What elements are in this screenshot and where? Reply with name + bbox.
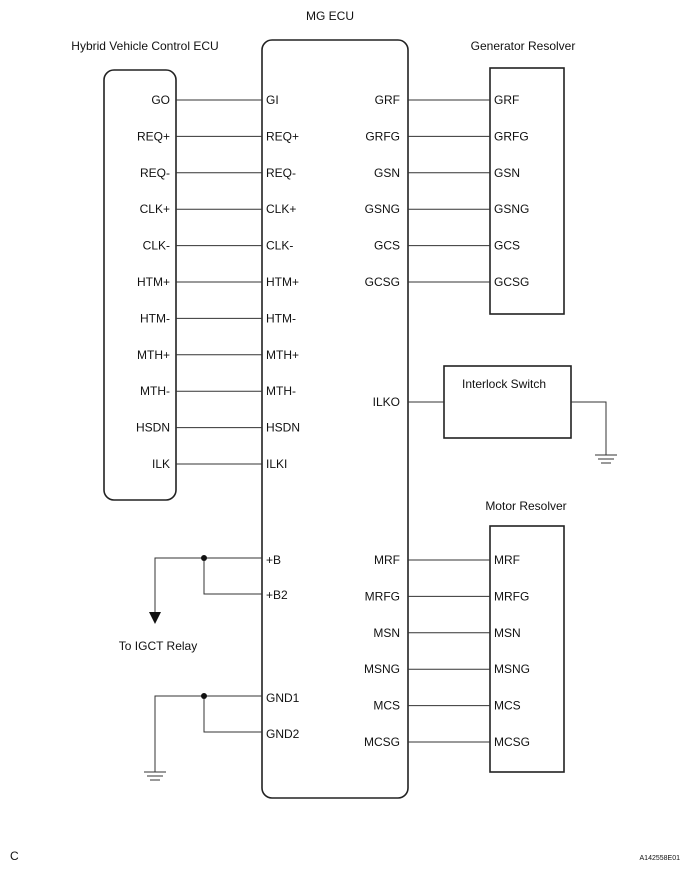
interlock-ground-icon <box>595 454 617 464</box>
mg-ecu-box <box>261 39 409 799</box>
mg-ecu-generator-pin-label: GRF <box>375 93 400 107</box>
hv-ecu-pin-label: REQ+ <box>137 129 170 143</box>
hv-ecu-pin-label: HTM- <box>140 311 170 325</box>
mg-ecu-motor-pin-label: MCSG <box>364 735 400 749</box>
ground-junction-dot <box>201 693 207 699</box>
hv-ecu-pin-label: GO <box>151 93 170 107</box>
mg-ecu-motor-pin-label: MCS <box>373 699 400 713</box>
generator-resolver-title: Generator Resolver <box>471 39 576 53</box>
power-wire-b <box>154 557 262 612</box>
mg-ecu-pin-label: GI <box>266 93 279 107</box>
motor-resolver-pin-label: MCSG <box>494 735 530 749</box>
generator-resolver-box <box>489 67 565 315</box>
mg-pin-plus-b2: +B2 <box>266 588 288 602</box>
hv-ecu-pin-label: CLK+ <box>140 202 170 216</box>
mg-ecu-pin-label: MTH- <box>266 384 296 398</box>
mg-ecu-pin-label: CLK- <box>266 239 293 253</box>
ground-wire-gnd1 <box>154 695 262 772</box>
hv-ecu-pin-label: ILK <box>152 457 170 471</box>
hv-ecu-to-mg-ecu-wires: GO GI REQ+ REQ+ REQ- REQ- CLK+ CLK+ CLK- CLK- HTM+… <box>136 93 300 471</box>
mg-pin-plus-b: +B <box>266 553 281 567</box>
mg-ecu-pin-label: CLK+ <box>266 202 296 216</box>
motor-resolver-pin-label: MCS <box>494 699 521 713</box>
mg-ecu-generator-pin-label: GRFG <box>365 129 400 143</box>
mg-ecu-pin-label: MTH+ <box>266 348 299 362</box>
generator-resolver-pin-label: GRF <box>494 93 519 107</box>
igct-relay-label: To IGCT Relay <box>119 639 197 653</box>
motor-resolver-box <box>489 525 565 773</box>
power-wire-b2 <box>203 558 262 595</box>
power-junction-dot <box>201 555 207 561</box>
mg-ecu-motor-pin-label: MSN <box>373 626 400 640</box>
mg-ecu-title: MG ECU <box>306 9 354 23</box>
interlock-switch-title: Interlock Switch <box>462 377 546 391</box>
mg-pin-gnd2: GND2 <box>266 727 300 741</box>
mg-ecu-pin-label: ILKI <box>266 457 287 471</box>
motor-resolver-pin-label: MRFG <box>494 589 529 603</box>
generator-resolver-pin-label: GSN <box>494 166 520 180</box>
hv-ecu-title: Hybrid Vehicle Control ECU <box>71 39 218 53</box>
mg-ecu-pin-label: HTM+ <box>266 275 299 289</box>
interlock-switch-box <box>443 365 572 439</box>
mg-ecu-pin-label: HTM- <box>266 311 296 325</box>
hv-ecu-pin-label: REQ- <box>140 166 170 180</box>
mg-ecu-motor-pin-label: MRFG <box>365 589 400 603</box>
generator-resolver-wires: GRF GRF GRFG GRFG GSN GSN GSNG GSNG GCS GCS GCSG GC… <box>365 93 530 289</box>
mg-ecu-motor-pin-label: MRF <box>374 553 400 567</box>
down-arrow-icon <box>149 612 161 624</box>
ecu-ground-icon <box>144 771 166 781</box>
footer-left-code: C <box>10 849 19 863</box>
ground-wire-gnd2 <box>203 696 262 733</box>
motor-resolver-pin-label: MRF <box>494 553 520 567</box>
hv-ecu-pin-label: MTH+ <box>137 348 170 362</box>
hv-ecu-pin-label: HSDN <box>136 421 170 435</box>
generator-resolver-pin-label: GRFG <box>494 129 529 143</box>
mg-ecu-pin-label: REQ+ <box>266 129 299 143</box>
footer-figure-id: A142558E01 <box>640 855 681 862</box>
mg-ecu-generator-pin-label: GCS <box>374 239 400 253</box>
mg-ecu-generator-pin-label: GCSG <box>365 275 400 289</box>
hv-ecu-pin-label: MTH- <box>140 384 170 398</box>
mg-pin-ilko: ILKO <box>373 395 400 409</box>
interlock-ground-wire <box>571 401 607 455</box>
mg-ecu-pin-label: REQ- <box>266 166 296 180</box>
mg-ecu-pin-label: HSDN <box>266 421 300 435</box>
generator-resolver-pin-label: GSNG <box>494 202 529 216</box>
hv-ecu-pin-label: CLK- <box>143 239 170 253</box>
generator-resolver-pin-label: GCSG <box>494 275 529 289</box>
motor-resolver-pin-label: MSN <box>494 626 521 640</box>
motor-resolver-wires: MRF MRF MRFG MRFG MSN MSN MSNG MSNG MCS MCS MCSG MC… <box>364 553 530 749</box>
generator-resolver-pin-label: GCS <box>494 239 520 253</box>
hv-ecu-pin-label: HTM+ <box>137 275 170 289</box>
hv-ecu-box <box>103 69 177 501</box>
motor-resolver-pin-label: MSNG <box>494 662 530 676</box>
mg-ecu-generator-pin-label: GSN <box>374 166 400 180</box>
mg-pin-gnd1: GND1 <box>266 691 300 705</box>
mg-ecu-motor-pin-label: MSNG <box>364 662 400 676</box>
mg-ecu-generator-pin-label: GSNG <box>365 202 400 216</box>
motor-resolver-title: Motor Resolver <box>485 499 566 513</box>
